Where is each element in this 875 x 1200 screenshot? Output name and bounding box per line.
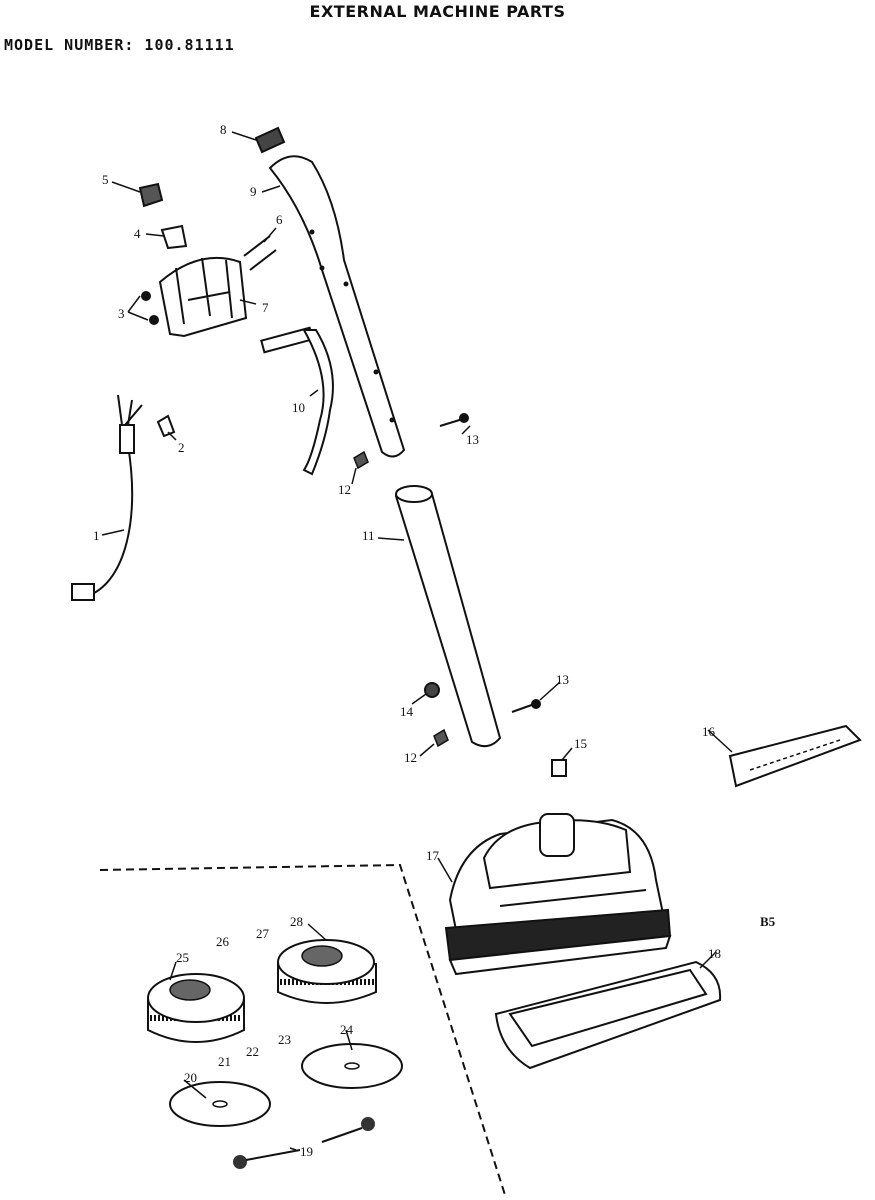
part-19-strap xyxy=(233,1117,375,1169)
part-14-knob xyxy=(424,682,440,698)
label-2: 2 xyxy=(178,440,185,455)
part-2 xyxy=(156,414,176,438)
label-19: 19 xyxy=(300,1144,313,1159)
part-17-motor-housing xyxy=(444,813,672,976)
label-1: 1 xyxy=(93,528,100,543)
part-power-cord xyxy=(71,394,143,601)
part-12-bolt-lower xyxy=(433,728,449,748)
label-13-lower: 13 xyxy=(556,672,569,687)
part-7-handle-housing xyxy=(158,256,248,338)
part-6-pins xyxy=(243,235,277,271)
part-3-screw-a xyxy=(141,291,151,301)
label-10: 10 xyxy=(292,400,305,415)
label-15: 15 xyxy=(574,736,587,751)
label-11: 11 xyxy=(362,528,375,543)
label-24: 24 xyxy=(340,1022,354,1037)
model-number: MODEL NUMBER: 100.81111 xyxy=(4,36,235,54)
label-17: 17 xyxy=(426,848,440,863)
part-15 xyxy=(551,759,567,777)
label-22: 22 xyxy=(246,1044,259,1059)
label-7: 7 xyxy=(262,300,269,315)
label-12-lower: 12 xyxy=(404,750,417,765)
accessory-separator xyxy=(99,863,506,1196)
label-20: 20 xyxy=(184,1070,197,1085)
page-code: B5 xyxy=(760,914,776,929)
part-number-labels: 1 2 3 4 5 6 7 8 9 10 11 12 12 13 13 14 1… xyxy=(93,122,776,1159)
label-18: 18 xyxy=(708,946,721,961)
label-9: 9 xyxy=(250,184,257,199)
part-13-screw-upper xyxy=(439,413,469,427)
label-4: 4 xyxy=(134,226,141,241)
part-5 xyxy=(138,182,164,208)
part-18-pad-tray xyxy=(494,960,722,1070)
diagram-title: EXTERNAL MACHINE PARTS xyxy=(309,2,566,21)
part-16-nameplate xyxy=(728,724,862,788)
label-25: 25 xyxy=(176,950,189,965)
part-10-switch xyxy=(260,326,334,476)
part-12-bolt-upper xyxy=(353,450,369,470)
part-4 xyxy=(160,224,188,250)
label-3: 3 xyxy=(118,306,125,321)
part-24-pad xyxy=(301,1043,403,1089)
label-16: 16 xyxy=(702,724,716,739)
label-6: 6 xyxy=(276,212,283,227)
label-14: 14 xyxy=(400,704,414,719)
label-27: 27 xyxy=(256,926,270,941)
part-28-brush xyxy=(277,939,377,1004)
part-13-screw-lower xyxy=(511,699,541,713)
part-8 xyxy=(254,126,286,154)
label-5: 5 xyxy=(102,172,109,187)
label-23: 23 xyxy=(278,1032,291,1047)
part-20-pad xyxy=(169,1081,271,1127)
label-13-upper: 13 xyxy=(466,432,479,447)
label-12-upper: 12 xyxy=(338,482,351,497)
part-9-upper-handle xyxy=(268,155,406,458)
part-25-brush xyxy=(147,973,245,1043)
label-28: 28 xyxy=(290,914,303,929)
label-8: 8 xyxy=(220,122,227,137)
part-11-lower-tube xyxy=(394,485,502,748)
label-26: 26 xyxy=(216,934,230,949)
part-3-screw-b xyxy=(149,315,159,325)
leader-lines xyxy=(101,131,733,1151)
label-21: 21 xyxy=(218,1054,231,1069)
